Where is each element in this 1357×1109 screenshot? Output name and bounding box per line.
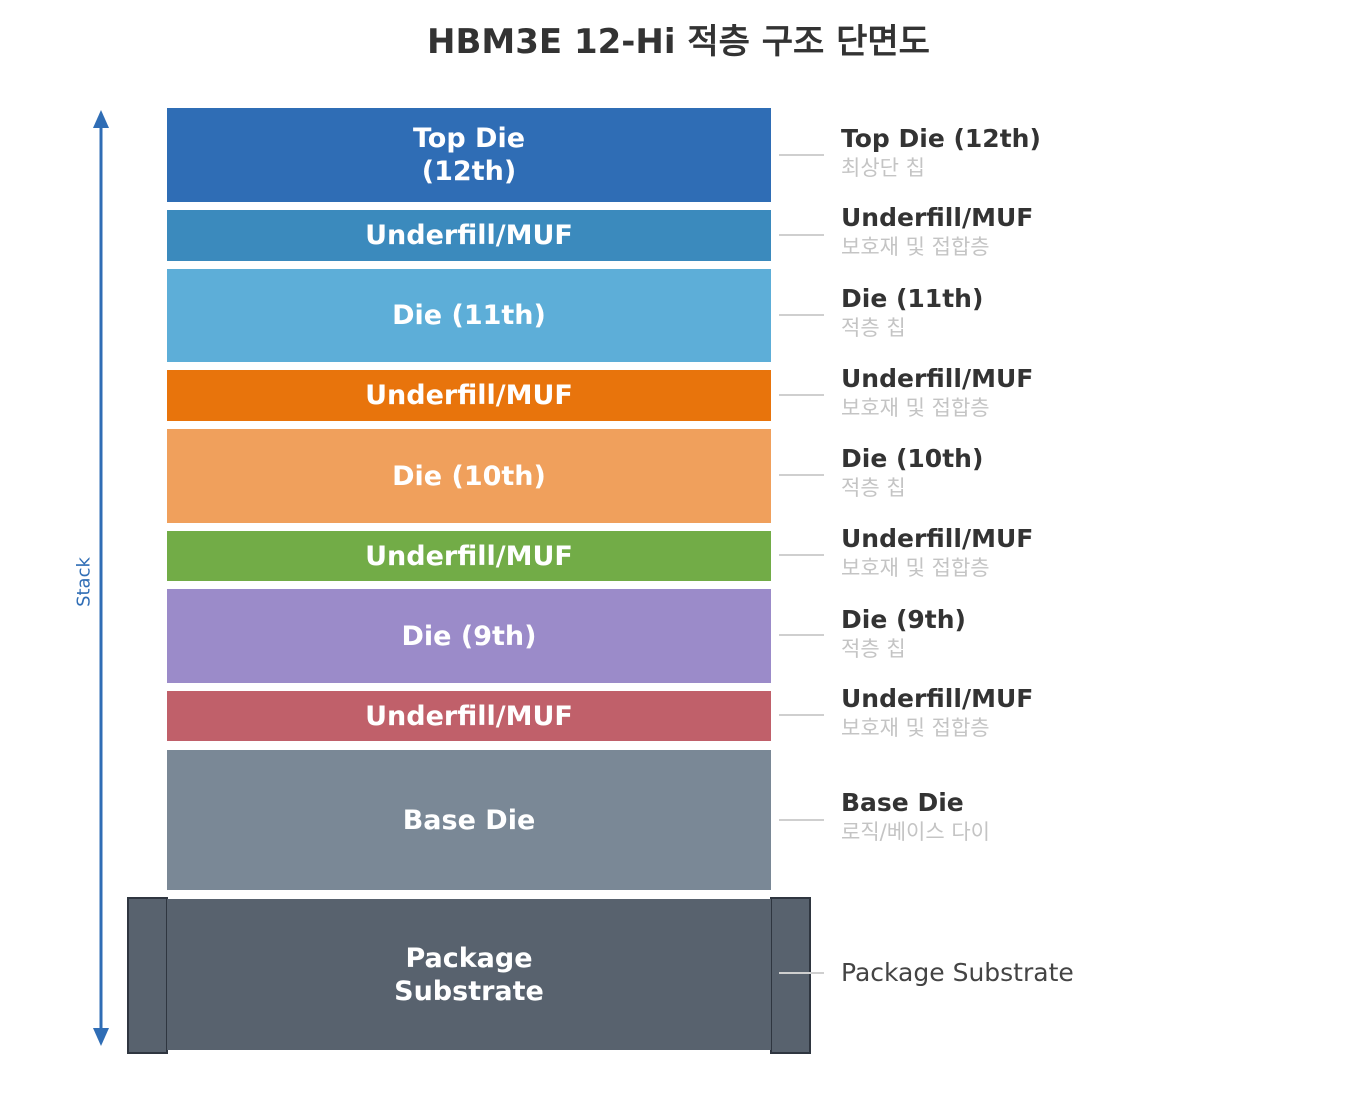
leader-line: [779, 154, 824, 156]
substrate-label: Package Substrate: [394, 942, 544, 1007]
package-substrate: Package Substrate: [127, 897, 811, 1054]
leader-line: [779, 819, 824, 821]
note-subtitle: 보호재 및 접합층: [841, 235, 990, 259]
stack-arrow: [93, 110, 109, 1046]
layer-label: Die (9th): [401, 620, 537, 652]
leader-line: [779, 634, 824, 636]
layer-label: Underfill/MUF: [365, 540, 573, 572]
layer-underfill: Underfill/MUF: [167, 531, 771, 581]
note-base-die: Base Die 로직/베이스 다이: [841, 788, 990, 846]
note-underfill: Underfill/MUF 보호재 및 접합층: [841, 524, 1033, 582]
note-die-11: Die (11th) 적층 칩: [841, 284, 983, 342]
note-subtitle: 적층 칩: [841, 476, 906, 500]
layer-die-10: Die (10th): [167, 429, 771, 523]
diagram-title: HBM3E 12-Hi 적층 구조 단면도: [427, 22, 930, 62]
leader-line: [779, 972, 824, 974]
note-substrate: Package Substrate: [841, 958, 1074, 988]
layer-label: Base Die: [402, 804, 536, 836]
layer-label: Die (10th): [392, 460, 546, 492]
note-title: Underfill/MUF: [841, 524, 1034, 553]
leader-line: [779, 714, 824, 716]
note-title: Die (11th): [841, 284, 984, 313]
note-subtitle: 최상단 칩: [841, 156, 925, 180]
note-title: Die (9th): [841, 605, 966, 634]
note-underfill: Underfill/MUF 보호재 및 접합층: [841, 203, 1033, 261]
note-title: Underfill/MUF: [841, 203, 1034, 232]
stack-axis-label: Stack: [73, 557, 95, 607]
note-subtitle: 적층 칩: [841, 316, 906, 340]
note-top-die: Top Die (12th) 최상단 칩: [841, 124, 1041, 182]
leader-line: [779, 394, 824, 396]
layer-die-9: Die (9th): [167, 589, 771, 683]
layer-label: Underfill/MUF: [365, 380, 573, 411]
leader-line: [779, 314, 824, 316]
layer-underfill: Underfill/MUF: [167, 370, 771, 421]
note-title: Underfill/MUF: [841, 684, 1034, 713]
note-die-9: Die (9th) 적층 칩: [841, 605, 966, 663]
layer-label: Underfill/MUF: [365, 220, 573, 251]
note-subtitle: 보호재 및 접합층: [841, 716, 990, 740]
substrate-body: Package Substrate: [167, 899, 771, 1050]
note-subtitle: 보호재 및 접합층: [841, 396, 990, 420]
layer-label: Die (11th): [392, 300, 546, 331]
substrate-side-left: [127, 897, 168, 1054]
layer-underfill: Underfill/MUF: [167, 691, 771, 741]
leader-line: [779, 554, 824, 556]
note-title: Top Die (12th): [841, 124, 1041, 153]
note-subtitle: 보호재 및 접합층: [841, 556, 990, 580]
note-underfill: Underfill/MUF 보호재 및 접합층: [841, 364, 1033, 422]
layer-underfill: Underfill/MUF: [167, 210, 771, 261]
note-title: Die (10th): [841, 444, 984, 473]
note-die-10: Die (10th) 적층 칩: [841, 444, 983, 502]
layer-top-die: Top Die (12th): [167, 108, 771, 202]
layer-die-11: Die (11th): [167, 269, 771, 362]
leader-line: [779, 234, 824, 236]
layer-label: Top Die (12th): [412, 123, 526, 187]
substrate-side-right: [770, 897, 811, 1054]
leader-line: [779, 474, 824, 476]
layer-base-die: Base Die: [167, 750, 771, 890]
note-underfill: Underfill/MUF 보호재 및 접합층: [841, 684, 1033, 742]
note-title: Package Substrate: [841, 958, 1074, 987]
layer-label: Underfill/MUF: [365, 700, 573, 732]
note-title: Base Die: [841, 788, 964, 817]
note-subtitle: 적층 칩: [841, 637, 906, 661]
note-title: Underfill/MUF: [841, 364, 1034, 393]
note-subtitle: 로직/베이스 다이: [841, 820, 990, 844]
